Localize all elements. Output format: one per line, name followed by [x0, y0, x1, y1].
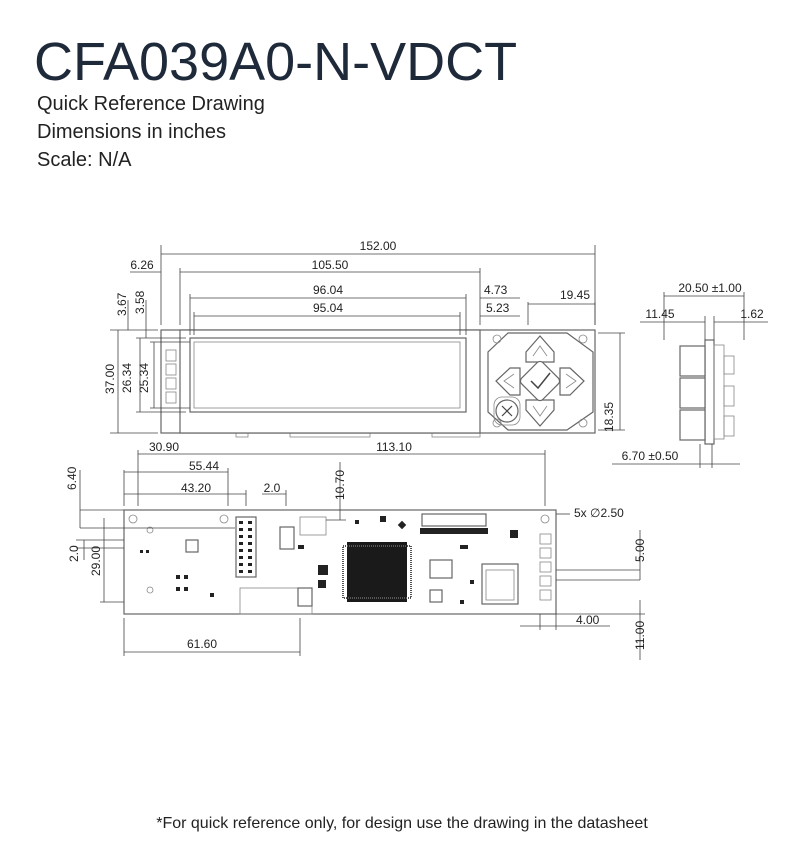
dim-active-area-width: 95.04 [313, 301, 343, 315]
dim-right-gap-b: 5.23 [486, 301, 510, 315]
back-led-2 [539, 547, 552, 559]
dim-left-offset: 6.26 [130, 258, 154, 272]
dim-span-b: 55.44 [189, 459, 219, 473]
up-arrow-icon [532, 345, 548, 357]
dim-height-view: 26.34 [120, 363, 134, 393]
page-title: CFA039A0-N-VDCT [34, 32, 518, 92]
cancel-x-icon [501, 405, 513, 417]
dim-viewing-width: 96.04 [313, 283, 343, 297]
lcd-viewing-area [189, 337, 467, 413]
keypad [487, 332, 594, 431]
dim-top-a: 3.67 [115, 292, 129, 316]
front-led-4 [165, 391, 177, 404]
back-sd-slot [481, 563, 519, 605]
hole-3 [540, 514, 550, 524]
side-connector-3 [679, 409, 706, 441]
dim-overall-width: 152.00 [360, 239, 397, 253]
dim-side-bottom: 6.70 ±0.50 [622, 449, 679, 463]
dim-bottom-right: 11.00 [633, 621, 647, 650]
dim-span-c: 43.20 [181, 481, 211, 495]
keypad-right-key [559, 367, 585, 396]
side-connector-1 [679, 345, 706, 377]
front-bottom-tab-mid [289, 432, 371, 438]
dim-height-main: 29.00 [89, 546, 103, 576]
dim-keypad-height: 18.35 [602, 402, 616, 432]
front-bottom-tab-left [235, 432, 249, 438]
dim-conn-height: 10.70 [333, 470, 347, 500]
keypad-screw-tl [492, 334, 502, 344]
back-led-4 [539, 575, 552, 587]
side-connector-2 [679, 377, 706, 409]
hole-2 [219, 514, 229, 524]
dim-right-height: 5.00 [633, 538, 647, 562]
back-small-header [279, 526, 295, 550]
keypad-left-key [495, 367, 521, 396]
footnote: *For quick reference only, for design us… [156, 815, 648, 832]
keypad-enter-key [519, 360, 561, 402]
dim-side-left: 11.45 [645, 307, 674, 321]
front-led-2 [165, 363, 177, 376]
keypad-screw-bl [492, 418, 502, 428]
dim-hole-note: 5x ∅2.50 [574, 506, 624, 520]
back-view: 30.90 113.10 55.44 43.20 2.0 6.40 10.70 … [65, 440, 647, 660]
left-arrow-icon [503, 373, 515, 389]
back-led-3 [539, 561, 552, 573]
dim-side-depth: 20.50 ±1.00 [678, 281, 742, 295]
dim-bottom-width: 61.60 [187, 637, 217, 651]
dim-right-offset: 4.00 [576, 613, 600, 627]
dim-side-right: 1.62 [740, 307, 764, 321]
dim-keypad-width: 19.45 [560, 288, 590, 302]
subtitle-line-1: Quick Reference Drawing [37, 93, 265, 115]
front-led-3 [165, 377, 177, 390]
keypad-screw-br [578, 418, 588, 428]
side-view: 20.50 ±1.00 11.45 1.62 6.70 ±0.50 [612, 281, 768, 468]
back-mcu-chip [347, 542, 407, 602]
keypad-screw-tr [578, 334, 588, 344]
hole-1 [128, 514, 138, 524]
hole-4 [146, 586, 154, 594]
back-ffc-connector [421, 513, 487, 527]
subtitle-line-3: Scale: N/A [37, 149, 132, 171]
back-header [235, 516, 257, 578]
subtitle-line-2: Dimensions in inches [37, 121, 226, 143]
front-bottom-tab-right [431, 432, 481, 438]
side-panel [704, 339, 715, 445]
dim-right-gap-a: 4.73 [484, 283, 508, 297]
dim-top-b: 3.58 [133, 290, 147, 314]
right-arrow-icon [565, 373, 577, 389]
front-led-1 [165, 349, 177, 362]
dim-pitch: 2.0 [264, 481, 281, 495]
dim-hole-span-main: 113.10 [376, 440, 412, 454]
hole-5 [146, 526, 154, 534]
dim-active-width: 105.50 [312, 258, 349, 272]
lcd-active-area [193, 341, 461, 409]
dim-top-offset: 6.40 [65, 466, 79, 490]
check-icon [530, 372, 551, 390]
front-view: 152.00 105.50 6.26 96.04 95.04 4.73 5.23… [103, 239, 625, 438]
back-led-1 [539, 533, 552, 545]
dim-hole-span-a: 30.90 [149, 440, 179, 454]
dim-height-active: 25.34 [137, 363, 151, 393]
dim-left-small: 2.0 [67, 545, 81, 562]
dim-height-overall: 37.00 [103, 364, 117, 394]
down-arrow-icon [532, 405, 548, 417]
